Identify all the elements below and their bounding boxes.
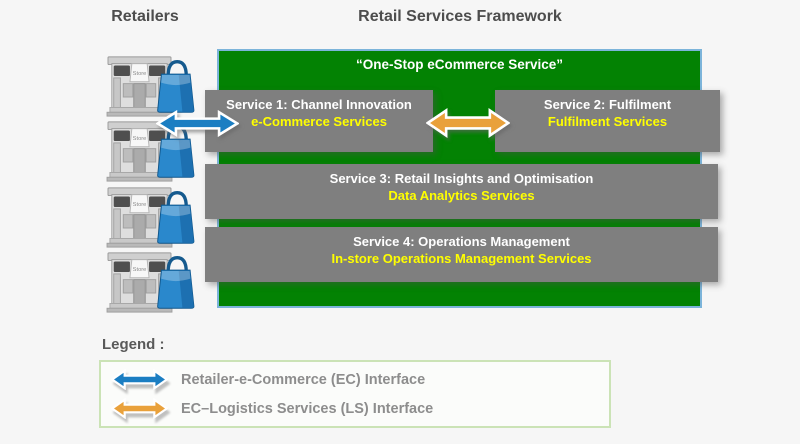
framework-heading: Retail Services Framework <box>358 8 562 25</box>
retailer-item: Store <box>102 55 198 118</box>
service-2-title: Service 2: Fulfilment <box>543 97 672 112</box>
service-3-subtitle: Data Analytics Services <box>388 188 535 203</box>
retailer-item: Store <box>102 251 198 314</box>
service-4-box: Service 4: Operations Management In-stor… <box>205 227 718 282</box>
service-2-subtitle: Fulfilment Services <box>547 114 668 129</box>
retailer-store-graphic: Store <box>106 252 195 313</box>
service-4-title: Service 4: Operations Management <box>353 234 570 249</box>
orange-double-arrow-icon <box>111 398 168 419</box>
shopping-bag-icon <box>157 256 195 309</box>
legend-item-ec-interface: Retailer-e-Commerce (EC) Interface <box>111 369 599 390</box>
store-sign-label: Store <box>133 202 147 208</box>
retailer-store-graphic: Store <box>106 121 195 182</box>
service-1-title: Service 1: Channel Innovation <box>226 97 412 112</box>
store-sign-label: Store <box>133 71 147 77</box>
retailer-item: Store <box>102 120 198 183</box>
retailer-store-graphic: Store <box>106 187 195 248</box>
service-3-title: Service 3: Retail Insights and Optimisat… <box>329 171 594 186</box>
service-1-subtitle: e-Commerce Services <box>251 114 387 129</box>
service-4-subtitle: In-store Operations Management Services <box>331 251 592 266</box>
store-sign-label: Store <box>133 267 147 273</box>
service-2-box: Service 2: Fulfilment Fulfilment Service… <box>495 90 720 152</box>
legend-title: Legend : <box>102 336 165 353</box>
retailer-item: Store <box>102 186 198 249</box>
retailers-heading: Retailers <box>111 8 179 25</box>
legend-item-label: Retailer-e-Commerce (EC) Interface <box>181 371 426 388</box>
service-3-box: Service 3: Retail Insights and Optimisat… <box>205 164 718 219</box>
legend-box: Retailer-e-Commerce (EC) Interface EC–Lo… <box>99 360 611 428</box>
legend-item-label: EC–Logistics Services (LS) Interface <box>181 400 434 417</box>
retailer-ec-arrow-icon <box>156 110 239 137</box>
legend-item-ls-interface: EC–Logistics Services (LS) Interface <box>111 398 599 419</box>
shopping-bag-icon <box>157 60 195 113</box>
retailer-store-graphic: Store <box>106 56 195 117</box>
banner-title: “One-Stop eCommerce Service” <box>355 57 564 72</box>
store-sign-label: Store <box>133 136 147 142</box>
shopping-bag-icon <box>157 191 195 244</box>
store-icon: Store <box>106 187 173 248</box>
ec-ls-arrow-icon <box>426 108 510 138</box>
blue-double-arrow-icon <box>111 369 168 390</box>
service-1-box: Service 1: Channel Innovation e-Commerce… <box>205 90 433 152</box>
